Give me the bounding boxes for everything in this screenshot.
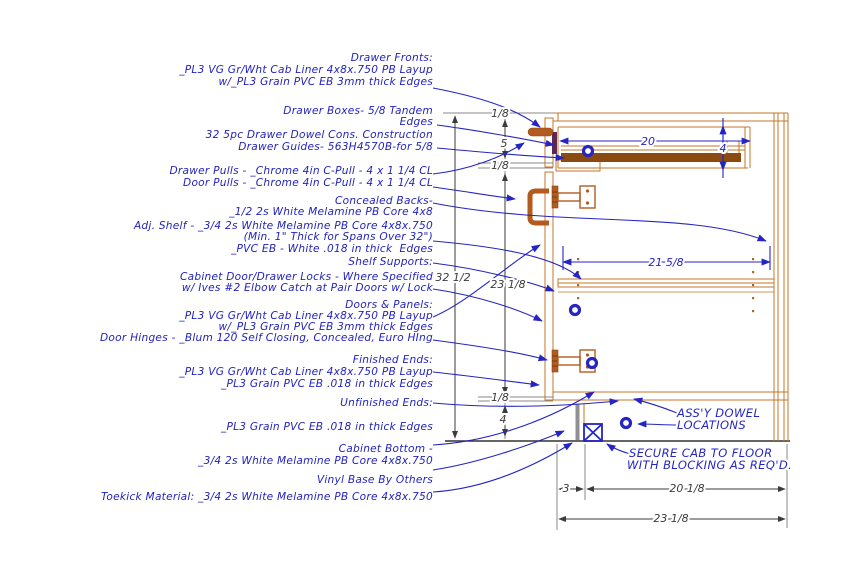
dim-drawer-length: 20 xyxy=(641,135,655,148)
annotation-line: w/ Ives #2 Elbow Catch at Pair Doors w/ … xyxy=(181,282,433,294)
annotation-line: _PL3 VG Gr/Wht Cab Liner 4x8x.750 PB Lay… xyxy=(179,64,433,76)
annotation-line: Vinyl Base By Others xyxy=(316,474,433,486)
annotation-line: Unfinished Ends: xyxy=(340,397,433,409)
vinyl-base-strip xyxy=(575,404,580,440)
annotation-line: Edges xyxy=(399,116,433,128)
leader-lines xyxy=(432,87,767,493)
annotation-line: Concealed Backs- xyxy=(334,195,433,207)
left-annotations: Drawer Fronts:_PL3 VG Gr/Wht Cab Liner 4… xyxy=(99,52,433,503)
blocking-box xyxy=(583,423,603,442)
annotation-line: Shelf Supports: xyxy=(348,256,433,268)
door-pull-icon xyxy=(527,188,549,226)
annotation-line: Door Pulls - _Chrome 4in C-Pull - 4 x 1 … xyxy=(183,177,433,189)
secure-cab-note-line2: WITH BLOCKING AS REQ'D. xyxy=(627,458,792,472)
dim-mid-reveal: 1/8 xyxy=(491,159,509,172)
annotation-line: Cabinet Door/Drawer Locks - Where Specif… xyxy=(179,271,433,283)
dim-bottom-width: 20 1/8 xyxy=(669,482,704,495)
hinge-top xyxy=(551,185,596,209)
annotation-line: Adj. Shelf - _3/4 2s White Melamine PB C… xyxy=(133,220,433,232)
annotation-line: Cabinet Bottom - xyxy=(338,443,433,455)
drawer-box xyxy=(555,126,751,172)
annotation-line: _PVC EB - White .018 in thick Edges xyxy=(230,243,433,255)
drawer-front-edgeband xyxy=(552,132,557,154)
annotation-line: Doors & Panels: xyxy=(345,299,433,311)
dim-drawer-box-h: 4 xyxy=(720,142,727,155)
annotation-line: Drawer Fronts: xyxy=(350,52,433,64)
annotation-line: Drawer Pulls - _Chrome 4in C-Pull - 4 x … xyxy=(169,165,433,177)
bottom-dimensions xyxy=(558,485,786,523)
dim-toekick-height: 4 xyxy=(500,413,507,426)
annotation-line: _PL3 Grain PVC EB .018 in thick Edges xyxy=(220,378,433,390)
annotation-line: Drawer Guides- 563H4570B-for 5/8 xyxy=(238,141,433,153)
blue-dimensions xyxy=(559,118,771,270)
assy-dowel-note-line2: LOCATIONS xyxy=(677,418,746,432)
dim-toekick-setback: 3 xyxy=(563,482,570,495)
annotation-line: _3/4 2s White Melamine PB Core 4x8x.750 xyxy=(198,455,433,467)
adjustable-shelf xyxy=(557,278,775,293)
annotation-line: _PL3 VG Gr/Wht Cab Liner 4x8x.750 PB Lay… xyxy=(179,310,433,322)
drawer-slide-bar xyxy=(561,153,741,162)
annotation-line: w/_PL3 Grain PVC EB 3mm thick Edges xyxy=(218,76,433,88)
drawer-pull-icon xyxy=(527,127,554,137)
annotation-line: (Min. 1" Thick for Spans Over 32") xyxy=(243,231,433,243)
annotation-line: _1/2 2s White Melamine PB Core 4x8 xyxy=(229,206,433,218)
height-dimensions xyxy=(451,115,509,439)
dim-door-height: 23 1/8 xyxy=(490,278,525,291)
secure-cab-note-line1: SECURE CAB TO FLOOR xyxy=(629,446,772,460)
annotation-line: _PL3 VG Gr/Wht Cab Liner 4x8x.750 PB Lay… xyxy=(179,366,433,378)
annotation-line: Toekick Material: _3/4 2s White Melamine… xyxy=(100,491,433,503)
dim-bottom-reveal: 1/8 xyxy=(491,391,509,404)
dim-drawer-front-h: 5 xyxy=(501,137,508,150)
dim-shelf-width: 21 5/8 xyxy=(648,256,683,269)
annotation-line: Finished Ends: xyxy=(352,354,433,366)
dowel-location-markers xyxy=(568,144,633,430)
dim-overall-height: 32 1/2 xyxy=(435,271,470,284)
annotation-line: Door Hinges - _Blum 120 Self Closing, Co… xyxy=(99,332,433,344)
annotation-line: w/_PL3 Grain PVC EB 3mm thick Edges xyxy=(218,321,433,333)
annotation-line: Drawer Boxes- 5/8 Tandem xyxy=(283,105,433,117)
cabinet-structure xyxy=(552,112,789,441)
annotation-line: _PL3 Grain PVC EB .018 in thick Edges xyxy=(220,421,433,433)
annotation-line: 32 5pc Drawer Dowel Cons. Construction xyxy=(205,129,433,141)
dim-overall-depth: 23 1/8 xyxy=(653,512,688,525)
dim-top-reveal: 1/8 xyxy=(491,107,509,120)
assy-dowel-note-line1: ASS'Y DOWEL xyxy=(676,406,760,420)
